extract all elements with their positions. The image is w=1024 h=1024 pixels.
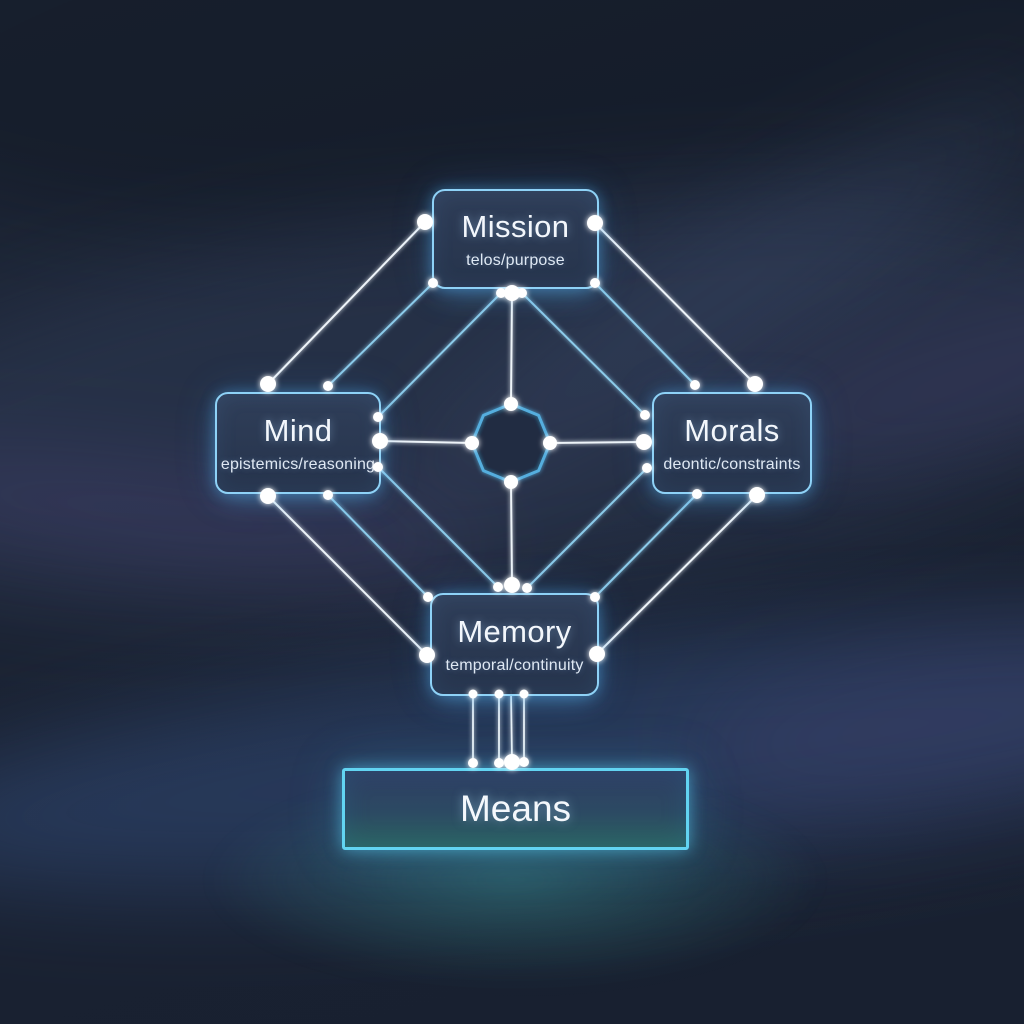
node-mind-label: Mind xyxy=(263,412,333,448)
node-mission-label: Mission xyxy=(461,208,570,244)
node-morals-sublabel: deontic/constraints xyxy=(663,455,801,473)
node-mind: Mind epistemics/reasoning xyxy=(215,392,381,494)
node-memory-sublabel: temporal/continuity xyxy=(445,657,584,674)
node-memory-label: Memory xyxy=(457,614,572,649)
node-mission: Mission telos/purpose xyxy=(432,189,599,289)
node-means: Means xyxy=(342,768,689,850)
node-morals: Morals deontic/constraints xyxy=(652,392,812,494)
node-morals-label: Morals xyxy=(684,412,780,448)
node-mind-sublabel: epistemics/reasoning xyxy=(220,455,376,473)
node-mission-sublabel: telos/purpose xyxy=(466,251,565,269)
node-memory: Memory temporal/continuity xyxy=(430,593,599,696)
node-means-label: Means xyxy=(459,788,572,829)
